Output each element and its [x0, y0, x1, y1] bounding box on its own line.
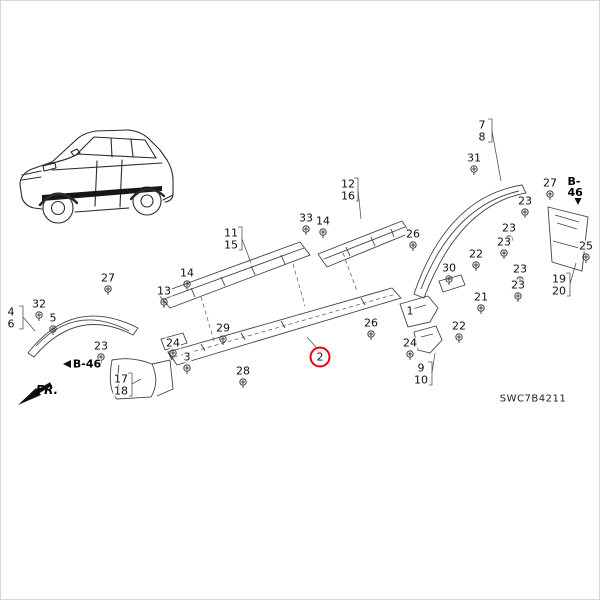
callout-20[interactable]: 20: [551, 284, 567, 298]
callout-3[interactable]: 3: [182, 350, 192, 364]
front-direction-label: FR.: [35, 383, 59, 397]
callout-26[interactable]: 26: [405, 227, 421, 241]
b46-arrow-down-icon: [574, 197, 582, 205]
callout-23[interactable]: 23: [496, 235, 512, 249]
callout-28[interactable]: 28: [235, 364, 251, 378]
callout-16[interactable]: 16: [340, 189, 356, 203]
diagram-code: SWC7B4211: [499, 393, 567, 405]
ref-link-b46-left[interactable]: B-46: [72, 357, 102, 371]
ref-link-b46-right[interactable]: B-46: [567, 176, 589, 198]
front-arch-garnish: [27, 315, 139, 358]
callout-22[interactable]: 22: [468, 247, 484, 261]
callout-22[interactable]: 22: [451, 319, 467, 333]
callout-27[interactable]: 27: [542, 176, 558, 190]
bracket-lower-right: [413, 325, 443, 354]
rear-bracket: [438, 274, 466, 293]
side-garnish-right: [317, 220, 411, 268]
rear-arch-garnish: [413, 184, 527, 299]
callout-10[interactable]: 10: [413, 373, 429, 387]
callout-29[interactable]: 29: [215, 321, 231, 335]
leader-lines: [19, 118, 577, 397]
callout-23[interactable]: 23: [501, 221, 517, 235]
callout-33[interactable]: 33: [298, 211, 314, 225]
callout-11[interactable]: 11: [223, 226, 239, 240]
callout-5[interactable]: 5: [48, 311, 58, 325]
side-garnish-left: [157, 241, 311, 309]
callout-14[interactable]: 14: [315, 214, 331, 228]
callout-24[interactable]: 24: [402, 336, 418, 350]
callout-17[interactable]: 17: [113, 372, 129, 386]
callout-23[interactable]: 23: [517, 194, 533, 208]
sill-end-bracket: [160, 332, 188, 351]
callout-32[interactable]: 32: [31, 297, 47, 311]
callout-21[interactable]: 21: [473, 290, 489, 304]
callout-25[interactable]: 25: [578, 239, 594, 253]
rocker-sill-garnish: [167, 287, 402, 366]
b46-arrow-left-icon: [63, 360, 71, 368]
callout-15[interactable]: 15: [223, 238, 239, 252]
callout-7[interactable]: 7: [477, 118, 487, 132]
callout-23[interactable]: 23: [93, 339, 109, 353]
callout-30[interactable]: 30: [441, 261, 457, 275]
callout-23[interactable]: 23: [512, 262, 528, 276]
rear-corner-garnish: [547, 206, 589, 272]
callout-14[interactable]: 14: [179, 266, 195, 280]
callout-27[interactable]: 27: [100, 271, 116, 285]
callout-31[interactable]: 31: [466, 151, 482, 165]
callout-26[interactable]: 26: [363, 316, 379, 330]
callout-6[interactable]: 6: [6, 317, 16, 331]
fr-direction-arrow-icon: [18, 382, 53, 405]
callout-9[interactable]: 9: [416, 361, 426, 375]
vehicle-illustration: [19, 129, 174, 224]
callout-2-selected[interactable]: 2: [309, 346, 331, 368]
callout-18[interactable]: 18: [113, 384, 129, 398]
callout-24[interactable]: 24: [165, 336, 181, 350]
callout-12[interactable]: 12: [340, 177, 356, 191]
callout-13[interactable]: 13: [156, 284, 172, 298]
callout-19[interactable]: 19: [551, 272, 567, 286]
callout-23[interactable]: 23: [510, 278, 526, 292]
callout-8[interactable]: 8: [477, 130, 487, 144]
callout-4[interactable]: 4: [6, 305, 16, 319]
callout-1[interactable]: 1: [405, 304, 415, 318]
